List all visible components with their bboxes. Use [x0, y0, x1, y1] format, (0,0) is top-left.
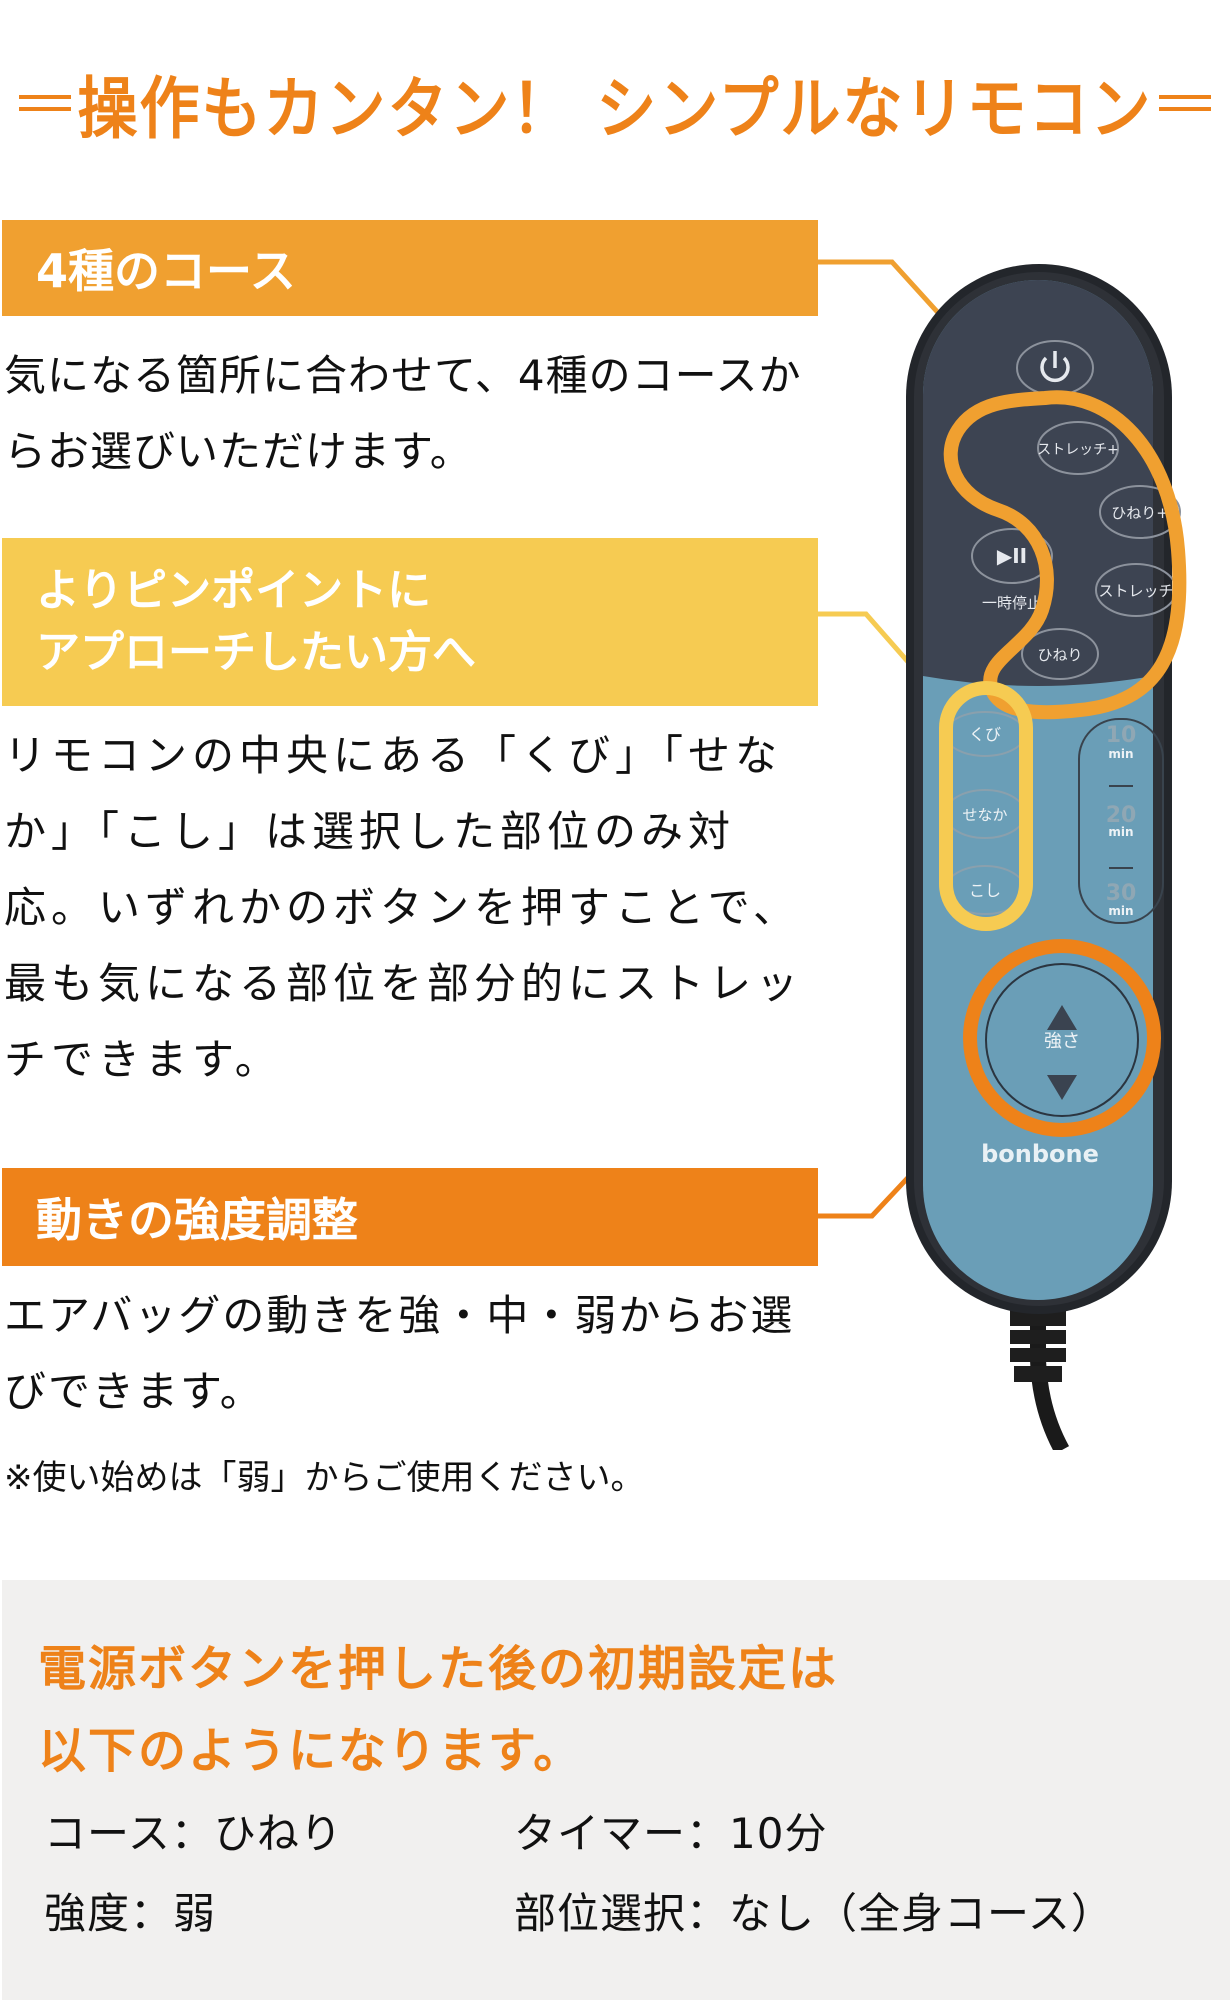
- svg-text:30: 30: [1106, 881, 1137, 906]
- heading-line: よりピンポイントに: [36, 565, 432, 616]
- setting-strength: 強度：弱: [44, 1889, 217, 1938]
- play-pause-icon: ▶II: [997, 544, 1027, 568]
- strength-dial[interactable]: 強さ: [985, 963, 1139, 1117]
- title-rule-left: [19, 95, 72, 111]
- twist-plus-button[interactable]: ひねり+: [1099, 485, 1181, 539]
- svg-text:20: 20: [1106, 803, 1137, 828]
- section-body-strength: エアバッグの動きを強・中・弱からお選びできます。: [4, 1291, 795, 1416]
- svg-text:10: 10: [1106, 723, 1137, 748]
- svg-text:min: min: [1108, 904, 1133, 918]
- timer-button[interactable]: 10 min 20 min 30 min: [1078, 718, 1164, 924]
- brand-logo: bonbone: [981, 1140, 1099, 1168]
- svg-text:min: min: [1108, 825, 1133, 839]
- svg-text:強さ: 強さ: [1044, 1031, 1080, 1052]
- section-heading-courses: 4種のコース: [2, 220, 818, 316]
- title-rule-right: [1158, 95, 1211, 111]
- twist-button[interactable]: ひねり: [1021, 628, 1099, 680]
- svg-text:せなか: せなか: [962, 806, 1007, 824]
- heading-line: 電源ボタンを押した後の初期設定は: [38, 1641, 839, 1697]
- strength-down-icon: [1047, 1075, 1077, 1100]
- svg-text:こし: こし: [969, 881, 1001, 900]
- setting-course: コース：ひねり: [44, 1809, 343, 1858]
- heading-line: アプローチしたい方へ: [36, 627, 476, 678]
- heading-line: 以下のようになります。: [38, 1723, 584, 1779]
- svg-text:くび: くび: [969, 725, 1001, 744]
- page-title-row: 操作もカンタン！ シンプルなリモコン: [0, 58, 1230, 148]
- heading-line: 動きの強度調整: [36, 1193, 358, 1247]
- strength-up-icon: [1047, 1005, 1077, 1030]
- remote-control-image: ストレッチ+ ひねり+ ▶II 一時停止 ストレッチ ひねり くび せなか: [880, 250, 1220, 1454]
- initial-settings-panel: 電源ボタンを押した後の初期設定は 以下のようになります。 コース：ひねり タイマ…: [2, 1580, 1230, 2000]
- section-body-courses: 気になる箇所に合わせて、4種のコースからお選びいただけます。: [4, 351, 802, 476]
- section-heading-strength: 動きの強度調整: [2, 1168, 818, 1266]
- power-icon: [1040, 356, 1070, 383]
- highlight-parts: [939, 681, 1033, 931]
- setting-part: 部位選択：なし（全身コース）: [514, 1889, 1114, 1938]
- page-title: 操作もカンタン！ シンプルなリモコン: [77, 69, 1153, 149]
- setting-timer: タイマー：10分: [514, 1809, 828, 1858]
- heading-line: 4種のコース: [36, 244, 296, 298]
- highlight-courses: [943, 390, 1187, 720]
- remote-svg: ストレッチ+ ひねり+ ▶II 一時停止 ストレッチ ひねり くび せなか: [906, 264, 1187, 1454]
- section-heading-pinpoint: よりピンポイントに アプローチしたい方へ: [2, 538, 818, 706]
- section-body-pinpoint: リモコンの中央にある「くび」「せなか」「こし」は選択した部位のみ対応。いずれかの…: [4, 731, 804, 1084]
- svg-text:ストレッチ: ストレッチ: [1098, 582, 1173, 600]
- svg-text:一時停止: 一時停止: [982, 594, 1042, 612]
- play-pause-button[interactable]: ▶II 一時停止: [971, 528, 1053, 612]
- highlight-strength: [963, 939, 1161, 1137]
- usage-note: ※使い始めは「弱」からご使用ください。: [4, 1458, 645, 1498]
- svg-text:ひねり+: ひねり+: [1111, 504, 1169, 522]
- stretch-plus-button[interactable]: ストレッチ+: [1037, 421, 1119, 475]
- svg-text:ストレッチ+: ストレッチ+: [1037, 442, 1119, 458]
- svg-text:min: min: [1108, 747, 1133, 761]
- svg-text:ひねり: ひねり: [1037, 646, 1082, 664]
- initial-settings-heading: 電源ボタンを押した後の初期設定は 以下のようになります。: [38, 1628, 838, 1792]
